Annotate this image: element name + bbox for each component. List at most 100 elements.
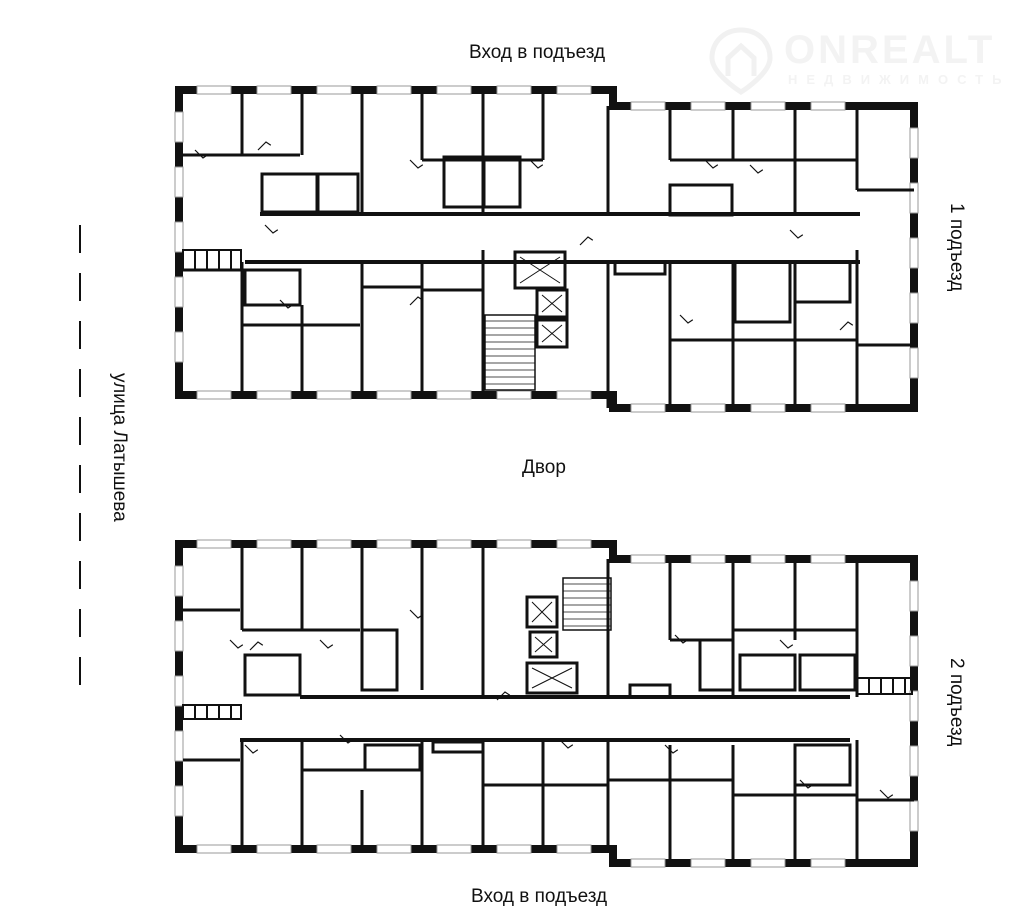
window xyxy=(174,221,184,253)
elevator xyxy=(535,318,569,349)
window xyxy=(174,166,184,198)
room xyxy=(793,260,852,304)
window xyxy=(810,403,846,413)
door-swing xyxy=(249,641,264,651)
window xyxy=(316,844,352,854)
elevator xyxy=(528,630,559,659)
window xyxy=(256,390,292,400)
door-swing xyxy=(496,691,511,701)
window xyxy=(196,390,232,400)
window xyxy=(436,390,472,400)
entrance-label-bottom: Вход в подъезд xyxy=(471,886,608,907)
elevator-cross xyxy=(541,324,563,343)
door-swing xyxy=(799,779,814,789)
room xyxy=(482,155,522,209)
window xyxy=(810,101,846,111)
room xyxy=(628,683,672,699)
window xyxy=(630,554,666,564)
room xyxy=(243,653,302,697)
window xyxy=(690,403,726,413)
room xyxy=(668,183,734,217)
window xyxy=(436,844,472,854)
window xyxy=(496,390,532,400)
entrance-1-label: 1 подъезд xyxy=(946,203,967,292)
window xyxy=(556,85,592,95)
door-swing xyxy=(229,639,244,649)
window xyxy=(556,390,592,400)
room xyxy=(733,260,792,324)
door-swing xyxy=(559,739,574,749)
window xyxy=(810,554,846,564)
elevator-cross xyxy=(541,294,563,313)
room xyxy=(431,740,485,754)
window xyxy=(256,85,292,95)
window xyxy=(810,858,846,868)
room xyxy=(442,155,486,209)
entrance-label-top: Вход в подъезд xyxy=(469,42,606,63)
balcony xyxy=(856,677,913,695)
window xyxy=(436,85,472,95)
elevator xyxy=(535,288,569,319)
window xyxy=(909,182,919,214)
door-swing xyxy=(244,744,259,754)
room xyxy=(363,743,422,772)
door-swing xyxy=(679,314,694,324)
door-swing xyxy=(674,634,689,644)
window xyxy=(256,844,292,854)
window xyxy=(376,844,412,854)
door-swing xyxy=(194,149,209,159)
elevator xyxy=(525,595,559,629)
elevator xyxy=(525,661,579,695)
window xyxy=(690,101,726,111)
room xyxy=(613,260,667,276)
window xyxy=(690,858,726,868)
door-swing xyxy=(749,164,764,174)
door-swing xyxy=(664,744,679,754)
window xyxy=(196,844,232,854)
window xyxy=(909,237,919,269)
exterior-wall xyxy=(175,86,918,412)
window xyxy=(174,331,184,363)
watermark-brand: ONREALT xyxy=(784,28,996,72)
door-swing xyxy=(779,639,794,649)
balcony xyxy=(182,249,242,271)
staircase xyxy=(562,577,612,631)
window xyxy=(174,565,184,597)
watermark-subtitle: НЕДВИЖИМОСТЬ xyxy=(788,72,1011,87)
room xyxy=(360,628,399,692)
window xyxy=(174,276,184,308)
window xyxy=(909,745,919,777)
window xyxy=(316,539,352,549)
room xyxy=(738,653,797,692)
window xyxy=(174,675,184,707)
window xyxy=(174,111,184,143)
door-swing xyxy=(339,734,354,744)
window xyxy=(630,403,666,413)
window xyxy=(909,690,919,722)
window xyxy=(750,403,786,413)
room xyxy=(793,743,852,787)
door-swing xyxy=(409,609,424,619)
exterior-wall xyxy=(175,540,918,867)
window xyxy=(909,292,919,324)
door-swing xyxy=(879,789,894,799)
elevator-cross xyxy=(531,601,553,623)
balcony xyxy=(182,704,242,720)
door-swing xyxy=(264,224,279,234)
window xyxy=(174,785,184,817)
window xyxy=(256,539,292,549)
window xyxy=(909,347,919,379)
window xyxy=(556,844,592,854)
door-swing xyxy=(789,229,804,239)
entrance-2-label: 2 подъезд xyxy=(946,658,967,747)
room xyxy=(360,260,424,289)
window xyxy=(316,390,352,400)
staircase xyxy=(484,314,536,391)
door-swing xyxy=(257,141,272,151)
room xyxy=(698,638,735,692)
window xyxy=(909,800,919,832)
elevator-cross xyxy=(534,636,553,653)
window xyxy=(909,127,919,159)
